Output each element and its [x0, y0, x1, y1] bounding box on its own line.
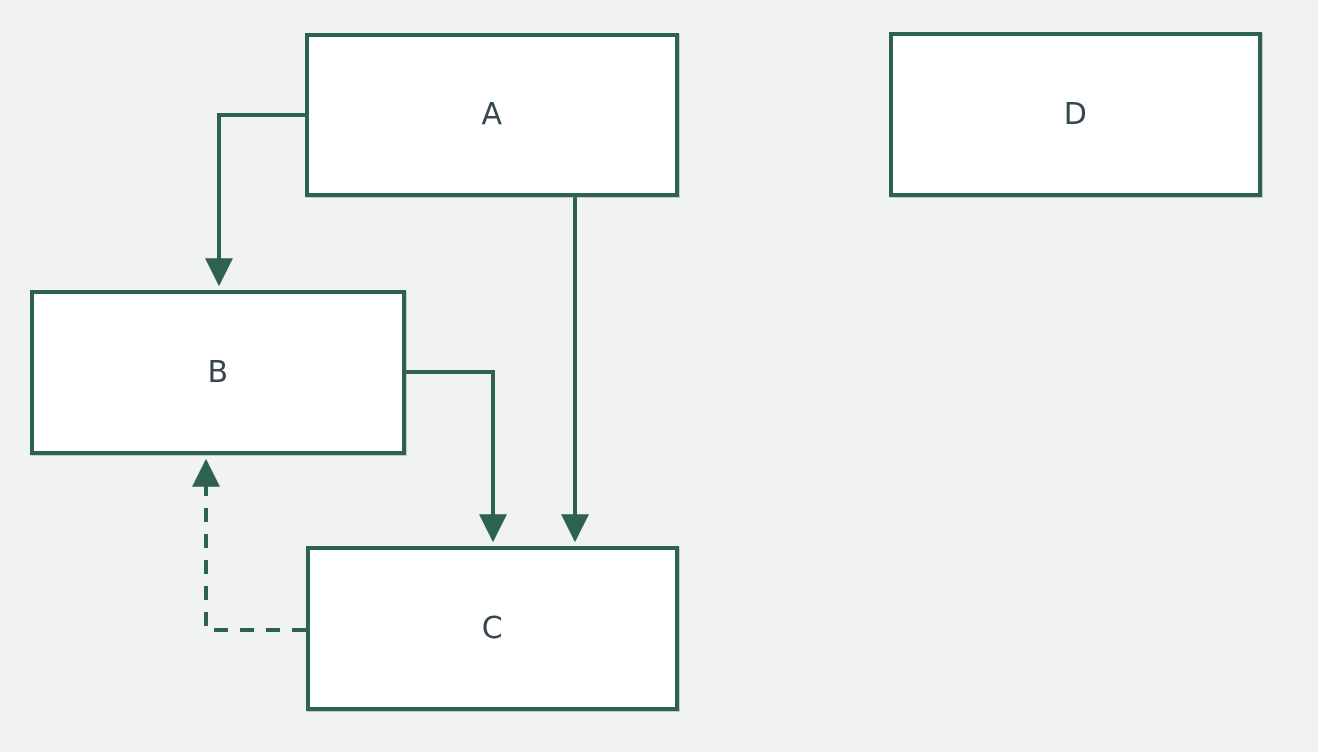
node-a-label: A: [481, 97, 503, 132]
node-b-label: B: [207, 354, 229, 390]
node-d-label: D: [1063, 96, 1088, 132]
edge-b-to-c: [406, 370, 507, 543]
node-a[interactable]: A: [305, 33, 679, 197]
node-d[interactable]: D: [889, 32, 1262, 197]
edge-a-to-b: [205, 113, 305, 287]
edge-c-to-b: [192, 458, 306, 632]
node-c[interactable]: C: [306, 546, 679, 711]
node-c-label: C: [481, 610, 504, 646]
node-b[interactable]: B: [30, 290, 406, 455]
